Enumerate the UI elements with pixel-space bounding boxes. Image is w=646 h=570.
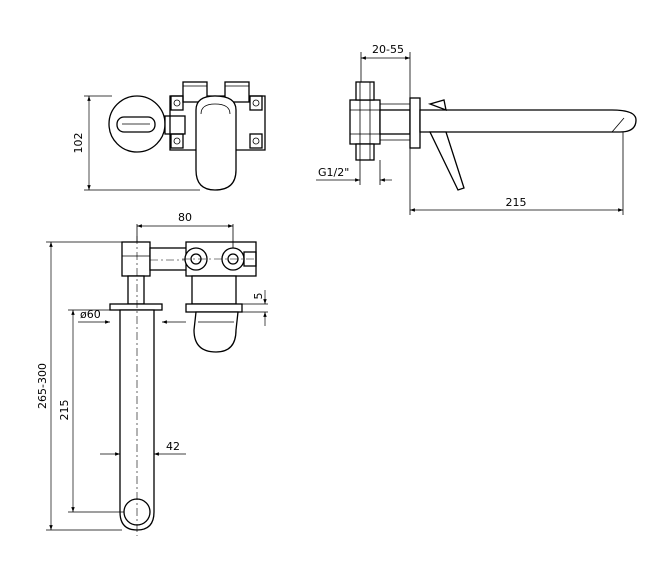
front-ear-bottom-right xyxy=(249,133,263,149)
front-inlet-right xyxy=(224,81,250,103)
dim-spout-projection: 215 xyxy=(58,400,71,421)
dim-flange-diameter: ø60 xyxy=(80,308,101,321)
front-connecting-bar xyxy=(164,115,186,135)
top-valve-block xyxy=(121,241,151,277)
top-cartridge xyxy=(191,275,237,305)
side-spout xyxy=(419,109,637,133)
front-ear-top-right xyxy=(249,95,263,111)
side-lever xyxy=(427,99,447,112)
dim-spout-length: 215 xyxy=(506,196,527,209)
side-view: 20-55 G1/2" 215 xyxy=(316,43,637,215)
dim-thread: G1/2" xyxy=(318,166,349,179)
side-stem xyxy=(379,109,411,135)
side-valve-block xyxy=(349,99,381,145)
top-stem xyxy=(127,275,145,305)
side-valve-inlet-top xyxy=(355,81,375,101)
side-wall-flange xyxy=(409,97,421,149)
top-view: 80 5 ø60 265-300 215 42 xyxy=(36,211,268,536)
dim-total-length: 265-300 xyxy=(36,363,49,409)
top-lever xyxy=(193,311,239,353)
front-inlet-left xyxy=(182,81,208,103)
side-lever-handle xyxy=(428,131,465,191)
dim-flange-gap: 5 xyxy=(252,293,265,300)
front-plate-slot xyxy=(116,116,156,133)
dim-axis-distance: 80 xyxy=(178,211,192,224)
dim-spout-width: 42 xyxy=(166,440,180,453)
dim-side-depth: 20-55 xyxy=(372,43,404,56)
top-flange xyxy=(185,303,243,313)
side-valve-inlet-bottom xyxy=(355,143,375,161)
front-lever-cover xyxy=(195,95,237,191)
front-ear-bottom-left xyxy=(170,133,184,149)
top-spout-flange xyxy=(109,303,163,311)
front-view: 102 xyxy=(72,81,266,191)
front-ear-top-left xyxy=(170,95,184,111)
dim-front-height: 102 xyxy=(72,133,85,154)
